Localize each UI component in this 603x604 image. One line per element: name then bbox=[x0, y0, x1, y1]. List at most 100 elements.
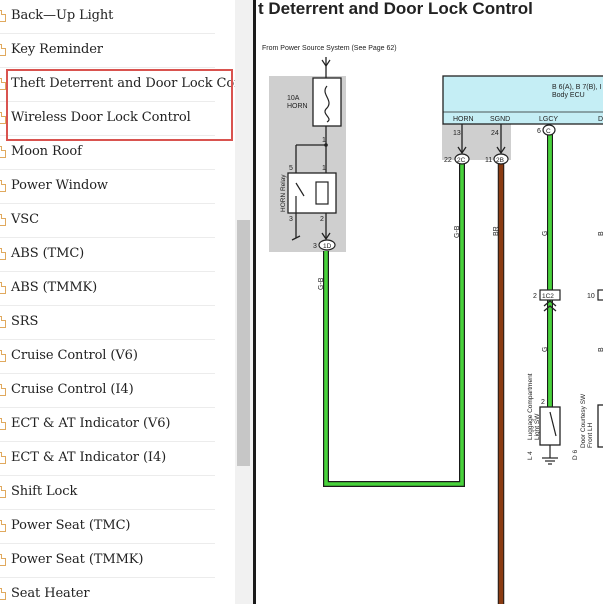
sidebar-item-label: Moon Roof bbox=[11, 144, 82, 159]
wire-g-label-2: G bbox=[542, 347, 549, 352]
sidebar-item-theft-deterrent[interactable]: Theft Deterrent and Door Lock Control bbox=[0, 68, 235, 102]
ecu-pin-13: 13 bbox=[453, 130, 461, 137]
ecu-name: Body ECU bbox=[552, 92, 585, 99]
ecu-pin-24: 24 bbox=[491, 130, 499, 137]
sidebar-item-wireless-door-lock[interactable]: Wireless Door Lock Control bbox=[0, 102, 215, 136]
wire-br-label: BR bbox=[493, 226, 500, 236]
connector-1d-pin: 3 bbox=[313, 243, 317, 250]
connector-c bbox=[542, 124, 556, 136]
l4-name: Luggage Compartment bbox=[527, 373, 534, 440]
sidebar-item-label: VSC bbox=[11, 212, 39, 227]
document-border bbox=[253, 0, 256, 604]
power-source-label: From Power Source System (See Page 62) bbox=[262, 45, 397, 52]
sidebar-item-abs-tmmk[interactable]: ABS (TMMK) bbox=[0, 272, 215, 306]
ecu-pin-6: 6 bbox=[537, 128, 541, 135]
relay-coil-icon bbox=[315, 181, 329, 205]
document-icon bbox=[0, 112, 6, 124]
connector-2c bbox=[454, 153, 470, 165]
relay-switch-icon bbox=[295, 182, 305, 197]
wire-label-partial: B bbox=[598, 231, 603, 236]
wire-gb-label-2: G-B bbox=[454, 225, 461, 238]
horn-relay-label: HORN Relay bbox=[280, 174, 287, 212]
connector-chevron-icon bbox=[543, 300, 557, 307]
document-icon bbox=[0, 146, 6, 158]
connector-2b-label: 2B bbox=[496, 157, 504, 164]
wire-g-label: G bbox=[542, 231, 549, 236]
sidebar-item-label: ABS (TMC) bbox=[11, 246, 85, 261]
connector-c-label: C bbox=[546, 128, 551, 135]
horn-relay bbox=[287, 172, 337, 214]
document-icon bbox=[0, 418, 6, 430]
sidebar-item-label: Theft Deterrent and Door Lock Control bbox=[11, 76, 235, 91]
sidebar-item-seat-heater[interactable]: Seat Heater bbox=[0, 578, 215, 604]
connector-10 bbox=[597, 289, 603, 301]
horn-fuse-amp: 10A bbox=[287, 95, 300, 102]
document-icon bbox=[0, 248, 6, 260]
connector-1c2-label: 1C2 bbox=[542, 293, 554, 300]
connector-1d bbox=[318, 239, 336, 251]
sidebar-item-label: Power Seat (TMC) bbox=[11, 518, 131, 533]
connector-10-pin: 10 bbox=[587, 293, 595, 300]
sidebar-item-key-reminder[interactable]: Key Reminder bbox=[0, 34, 215, 68]
sidebar-item-cruise-control-v6[interactable]: Cruise Control (V6) bbox=[0, 340, 215, 374]
sidebar-item-label: Wireless Door Lock Control bbox=[11, 110, 191, 125]
ecu-pin-lgcy: LGCY bbox=[539, 116, 558, 123]
document-icon bbox=[0, 520, 6, 532]
connector-1c2 bbox=[539, 289, 561, 301]
sidebar-item-power-seat-tmc[interactable]: Power Seat (TMC) bbox=[0, 510, 215, 544]
wire-label-partial-2: B bbox=[598, 347, 603, 352]
sidebar-item-label: Seat Heater bbox=[11, 586, 90, 601]
sidebar-item-label: ABS (TMMK) bbox=[11, 280, 98, 295]
connector-arrow-icon bbox=[496, 146, 506, 155]
l4-code: L 4 bbox=[527, 451, 534, 460]
scrollbar-thumb[interactable] bbox=[237, 220, 250, 466]
sidebar-item-label: Back—Up Light bbox=[11, 8, 114, 23]
sidebar-item-label: SRS bbox=[11, 314, 39, 329]
connector-chevron-icon bbox=[543, 305, 557, 312]
relay-pin-1b: 1 bbox=[322, 165, 326, 172]
connector-22-pin: 22 bbox=[444, 157, 452, 164]
document-icon bbox=[0, 316, 6, 328]
switch-pin: 2 bbox=[541, 399, 545, 406]
sidebar-item-moon-roof[interactable]: Moon Roof bbox=[0, 136, 215, 170]
connector-arrow-icon bbox=[321, 232, 331, 241]
sidebar-item-cruise-control-i4[interactable]: Cruise Control (I4) bbox=[0, 374, 215, 408]
wiring-diagram: t Deterrent and Door Lock Control From P… bbox=[256, 0, 603, 604]
document-icon bbox=[0, 486, 6, 498]
sidebar-item-label: ECT & AT Indicator (V6) bbox=[11, 416, 171, 431]
door-courtesy-switch bbox=[597, 404, 603, 448]
ecu-pin-horn: HORN bbox=[453, 116, 474, 123]
sidebar-item-vsc[interactable]: VSC bbox=[0, 204, 215, 238]
junction-dot bbox=[324, 143, 328, 147]
ecu-pin-d: D bbox=[598, 116, 603, 123]
sidebar-item-back-up-light[interactable]: Back—Up Light bbox=[0, 0, 215, 34]
sidebar-item-power-window[interactable]: Power Window bbox=[0, 170, 215, 204]
d6-name-2: Front LH bbox=[587, 422, 594, 448]
sidebar-item-shift-lock[interactable]: Shift Lock bbox=[0, 476, 215, 510]
sidebar-item-label: Power Window bbox=[11, 178, 108, 193]
d6-code: D 6 bbox=[572, 450, 579, 461]
sidebar-item-srs[interactable]: SRS bbox=[0, 306, 215, 340]
sidebar-item-abs-tmc[interactable]: ABS (TMC) bbox=[0, 238, 215, 272]
sidebar-item-ect-at-v6[interactable]: ECT & AT Indicator (V6) bbox=[0, 408, 215, 442]
sidebar-item-power-seat-tmmk[interactable]: Power Seat (TMMK) bbox=[0, 544, 215, 578]
wire-gb-outline bbox=[323, 160, 465, 487]
document-icon bbox=[0, 282, 6, 294]
document-icon bbox=[0, 588, 6, 600]
sidebar-item-label: Shift Lock bbox=[11, 484, 78, 499]
wiring-diagram-svg: t Deterrent and Door Lock Control From P… bbox=[258, 0, 603, 604]
sidebar-item-label: ECT & AT Indicator (I4) bbox=[11, 450, 167, 465]
wire-gb bbox=[324, 160, 464, 486]
document-icon bbox=[0, 180, 6, 192]
d6-name: Door Courtesy SW bbox=[580, 393, 587, 448]
sidebar-item-label: Cruise Control (I4) bbox=[11, 382, 134, 397]
diagram-title: t Deterrent and Door Lock Control bbox=[258, 0, 533, 18]
sidebar-item-ect-at-i4[interactable]: ECT & AT Indicator (I4) bbox=[0, 442, 215, 476]
ecu-pin-sgnd: SGND bbox=[490, 116, 510, 123]
power-arrow-icon bbox=[321, 59, 331, 68]
relay-pin-1a: 1 bbox=[322, 137, 326, 144]
body-ecu bbox=[442, 75, 603, 125]
relay-pin-5: 5 bbox=[289, 165, 293, 172]
document-icon bbox=[0, 44, 6, 56]
ecu-label: B 6(A), B 7(B), I bbox=[552, 84, 601, 91]
